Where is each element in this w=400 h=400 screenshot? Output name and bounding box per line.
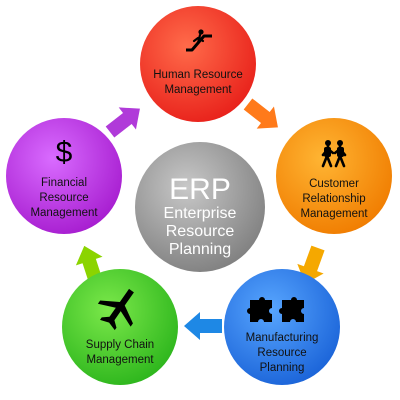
people-walking-icon (321, 140, 347, 168)
scm-label-line-1: Supply Chain (86, 339, 154, 351)
arrow-frm-to-hrm (105, 107, 140, 138)
frm-circle (6, 118, 122, 234)
puzzle-pieces-icon (247, 297, 304, 322)
scm-label-line-2: Management (86, 354, 154, 366)
mrp-circle (224, 269, 340, 385)
center-node: ERP Enterprise Resource Planning (135, 142, 265, 272)
airplane-icon (97, 288, 134, 331)
center-line-2: Resource (166, 223, 235, 240)
escalator-icon (186, 29, 212, 52)
hrm-label-line-2: Management (164, 84, 232, 96)
node-supply-chain-management: Supply Chain Management (62, 269, 178, 385)
center-line-1: Enterprise (164, 205, 237, 222)
crm-label-line-2: Relationship (302, 193, 365, 205)
scm-circle (62, 269, 178, 385)
node-manufacturing-resource-planning: Manufacturing Resource Planning (224, 269, 340, 385)
node-financial-resource-management: $ Financial Resource Management (6, 118, 122, 234)
center-title: ERP (169, 173, 231, 206)
arrow-mrp-to-scm (184, 312, 222, 340)
mrp-label-line-1: Manufacturing (246, 332, 319, 344)
node-customer-relationship-management: Customer Relationship Management (276, 118, 392, 234)
center-circle (135, 142, 265, 272)
frm-label-line-1: Financial (41, 177, 87, 189)
hrm-circle (140, 6, 256, 122)
frm-label-line-2: Resource (39, 192, 88, 204)
center-line-3: Planning (169, 241, 231, 258)
hrm-label-line-1: Human Resource (153, 69, 242, 81)
mrp-label-line-3: Planning (260, 362, 305, 374)
dollar-sign-icon: $ (56, 136, 73, 169)
arrow-hrm-to-crm (243, 98, 278, 129)
crm-label-line-3: Management (300, 208, 368, 220)
crm-label-line-1: Customer (309, 178, 359, 190)
crm-circle (276, 118, 392, 234)
mrp-label-line-2: Resource (257, 347, 306, 359)
node-human-resource-management: Human Resource Management (140, 6, 256, 122)
frm-label-line-3: Management (30, 207, 98, 219)
